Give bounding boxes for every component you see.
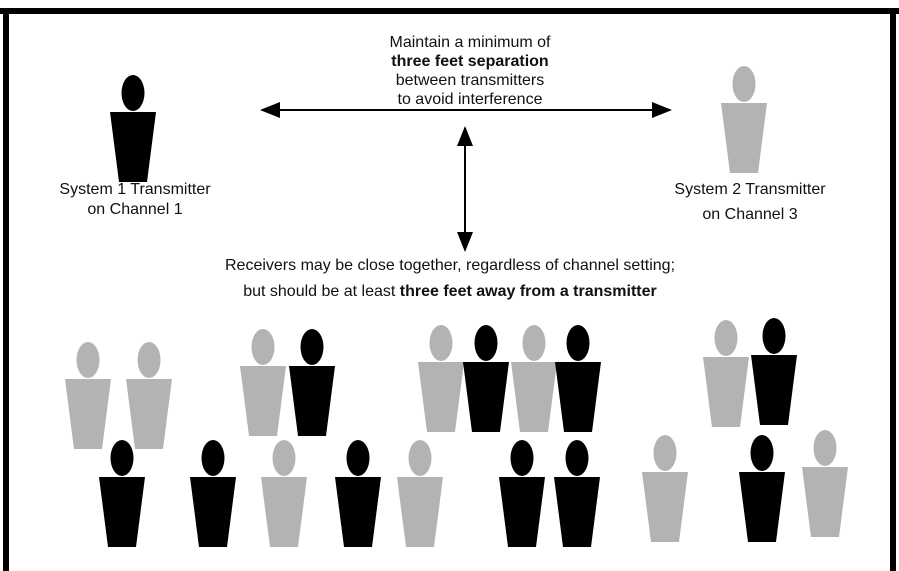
- receiver-person-icon: [642, 435, 688, 542]
- person-body: [126, 379, 172, 449]
- tx2-label-line1: System 2 Transmitter: [674, 181, 826, 198]
- receiver-person-icon: [418, 325, 464, 432]
- person-head: [653, 435, 677, 471]
- person-head: [201, 440, 225, 476]
- person-head: [750, 435, 774, 471]
- person-head: [522, 325, 546, 361]
- person-body: [554, 477, 600, 547]
- receiver-person-icon: [463, 325, 509, 432]
- person-body: [751, 355, 797, 425]
- person-body: [721, 103, 767, 173]
- person-head: [565, 440, 589, 476]
- person-body: [703, 357, 749, 427]
- receivers-note-line2: but should be at least three feet away f…: [180, 282, 720, 302]
- person-body: [190, 477, 236, 547]
- person-head: [762, 318, 786, 354]
- receiver-person-icon: [240, 329, 286, 436]
- receivers-note-line2-bold: three feet away from a transmitter: [399, 283, 657, 300]
- receiver-person-icon: [703, 320, 749, 427]
- person-body: [739, 472, 785, 542]
- person-head: [346, 440, 370, 476]
- person-body: [65, 379, 111, 449]
- receivers-note-line1: Receivers may be close together, regardl…: [224, 257, 676, 274]
- receiver-person-icon: [126, 342, 172, 449]
- separation-note-line1: Maintain a minimum of: [389, 34, 551, 51]
- person-body: [499, 477, 545, 547]
- separation-note-line2: three feet separation: [391, 53, 549, 70]
- person-head: [137, 342, 161, 378]
- receiver-person-icon: [554, 440, 600, 547]
- receiver-person-icon: [99, 440, 145, 547]
- receivers-note-line2-prefix: but should be at least: [243, 283, 400, 300]
- frame-right-border: [890, 8, 896, 571]
- receiver-person-icon: [65, 342, 111, 449]
- person-head: [272, 440, 296, 476]
- separation-note-line3: between transmitters: [395, 72, 545, 89]
- receiver-person-icon: [511, 325, 557, 432]
- frame-left-border: [3, 8, 9, 571]
- person-body: [240, 366, 286, 436]
- frame-top-border: [0, 8, 899, 14]
- person-head: [566, 325, 590, 361]
- person-head: [510, 440, 534, 476]
- person-body: [642, 472, 688, 542]
- person-body: [555, 362, 601, 432]
- person-body: [802, 467, 848, 537]
- person-head: [474, 325, 498, 361]
- tx1-label-line2: on Channel 1: [87, 201, 183, 218]
- receiver-person-icon: [802, 430, 848, 537]
- tx1-label-line1: System 1 Transmitter: [59, 181, 211, 198]
- receiver-person-icon: [555, 325, 601, 432]
- receiver-person-icon: [751, 318, 797, 425]
- person-body: [110, 112, 156, 182]
- person-head: [300, 329, 324, 365]
- person-head: [714, 320, 738, 356]
- person-body: [335, 477, 381, 547]
- person-body: [397, 477, 443, 547]
- receiver-person-icon: [190, 440, 236, 547]
- transmitter-1-person-icon: [110, 75, 156, 182]
- person-head: [732, 66, 756, 102]
- receiver-person-icon: [499, 440, 545, 547]
- receiver-person-icon: [335, 440, 381, 547]
- person-head: [813, 430, 837, 466]
- person-head: [429, 325, 453, 361]
- receiver-person-icon: [739, 435, 785, 542]
- person-head: [110, 440, 134, 476]
- person-body: [289, 366, 335, 436]
- person-head: [251, 329, 275, 365]
- person-head: [121, 75, 145, 111]
- person-body: [463, 362, 509, 432]
- person-body: [511, 362, 557, 432]
- receiver-person-icon: [261, 440, 307, 547]
- receiver-person-icon: [289, 329, 335, 436]
- tx2-label-line2: on Channel 3: [702, 206, 798, 223]
- person-body: [261, 477, 307, 547]
- person-head: [408, 440, 432, 476]
- person-body: [418, 362, 464, 432]
- transmitter-2-person-icon: [721, 66, 767, 173]
- person-body: [99, 477, 145, 547]
- person-head: [76, 342, 100, 378]
- receiver-person-icon: [397, 440, 443, 547]
